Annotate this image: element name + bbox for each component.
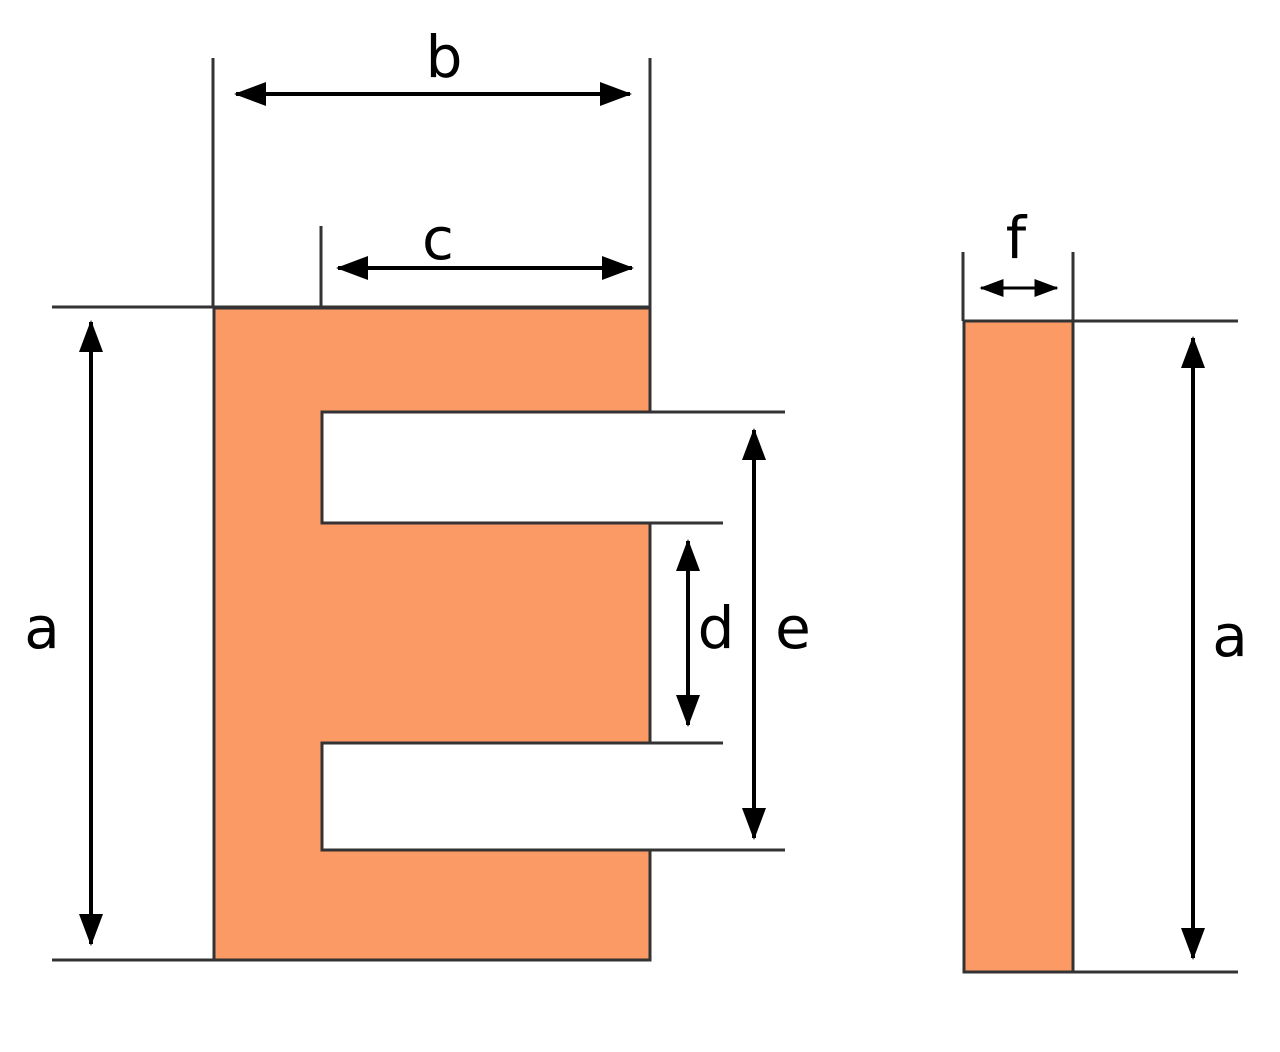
i-core-bar [962,319,1075,974]
label-b: b [426,23,463,91]
label-c: c [422,205,454,273]
label-a-left: a [24,594,60,662]
e-core-shape [212,306,652,962]
label-e: e [775,594,811,662]
extension-lines [52,58,1238,974]
dimension-arrows [79,82,1205,960]
label-f: f [1006,204,1028,272]
label-a-right: a [1212,602,1248,670]
label-d: d [698,594,735,662]
